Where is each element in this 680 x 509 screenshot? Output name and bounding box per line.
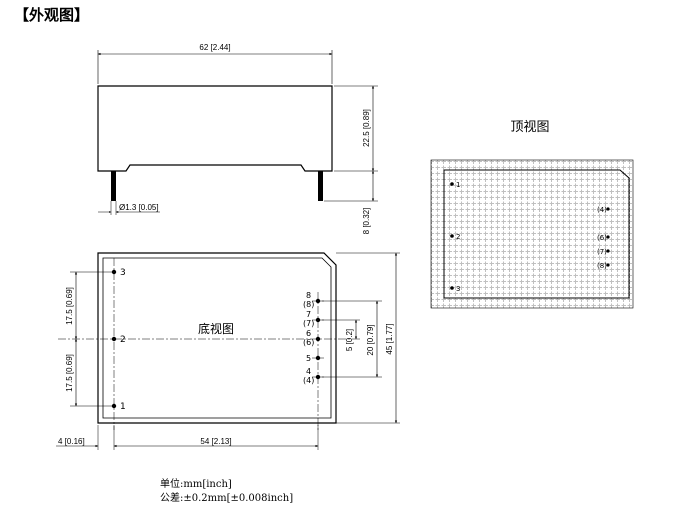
side-view: 62 [2.44] 22.5 [0.89] 8 [0.32] Ø1.3 [0.0… [97,43,378,235]
height-dimension-label: 22.5 [0.89] [362,109,371,147]
page-title: 【外观图】 [14,6,90,24]
pin-left [111,171,116,201]
top-pin-label-7: (7) [597,248,607,256]
pin-label-6: 6 [306,329,311,338]
unit-note: 单位:mm[inch] [160,479,232,490]
width-dimension-label: 62 [2.44] [199,43,230,52]
span-label: 54 [2.13] [200,437,231,446]
pin-length-dimension-label: 8 [0.32] [362,208,371,235]
pin-label-4-alt: (4) [303,376,314,385]
pin-label-7-alt: (7) [303,319,314,328]
module-body-outline [97,85,333,172]
pin-label-1: 1 [120,402,126,412]
pin-right [318,171,323,201]
pin-label-5: 5 [306,354,311,363]
offset-label: 4 [0.16] [58,437,85,446]
tolerance-note: 公差:±0.2mm[±0.008inch] [160,493,294,504]
pitch-upper-label: 17.5 [0.69] [65,287,74,325]
top-pin-label-4: (4) [597,206,607,214]
pitch-lower-label: 17.5 [0.69] [65,354,74,392]
bottom-view-label: 底视图 [198,321,234,336]
pin-label-2: 2 [120,335,126,345]
top-pin-label-8: (8) [597,262,607,270]
pin-label-4: 4 [306,367,311,376]
bottom-view-inner-outline [102,257,332,419]
pin-label-6-alt: (6) [303,338,314,347]
depth-label: 45 [1.77] [385,323,394,354]
pin-label-8-alt: (8) [303,300,314,309]
pin-label-7: 7 [306,310,311,319]
top-view: 顶视图 1 2 3 (4) (6) (7) (8) [430,120,634,309]
pin-label-8: 8 [306,291,311,300]
pitch-small-label: 5 [0.2] [345,329,354,351]
pin-diameter-label: Ø1.3 [0.05] [119,203,159,212]
drawing-notes: 单位:mm[inch] 公差:±0.2mm[±0.008inch] [160,478,293,506]
pitch-mid-label: 20 [0.79] [366,324,375,355]
top-view-label: 顶视图 [510,120,549,135]
top-pin-label-1: 1 [456,181,460,189]
bottom-view: 3 2 1 17.5 [0.69] 17.5 [0.69] 底视图 8 (8) … [56,252,400,450]
pin-label-3: 3 [120,268,126,278]
top-pin-label-2: 2 [456,233,460,241]
top-view-outline [443,169,630,299]
top-pin-label-6: (6) [597,234,607,242]
top-pin-label-3: 3 [456,285,460,293]
bottom-view-outer-outline [97,252,337,424]
top-view-grid [430,159,634,309]
